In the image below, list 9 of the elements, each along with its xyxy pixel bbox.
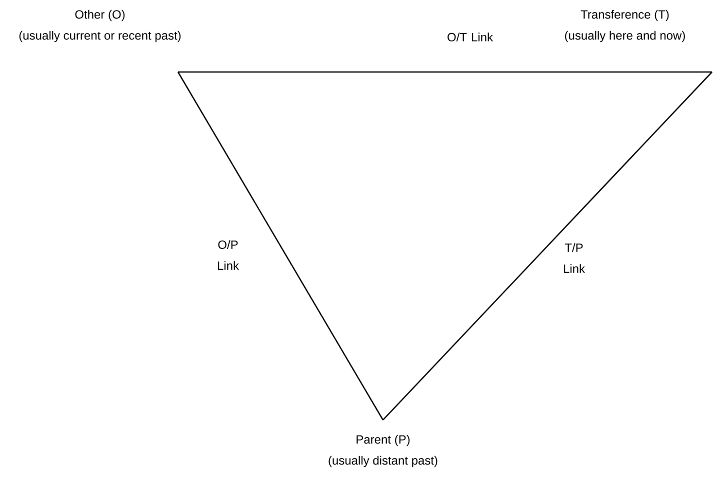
vertex-label: Other (O) (usually current or recent past): [19, 10, 181, 42]
edge-label: O/T Link: [448, 32, 494, 42]
edge-label: T/P Link: [564, 243, 586, 273]
vertex-label: Parent (P) (usually distant past): [328, 434, 438, 468]
triangle-side: [178, 71, 712, 73]
vertex-label: Transference (T) (usually here and now): [565, 10, 685, 42]
triangle-side: [177, 72, 384, 420]
edge-label: O/P Link: [218, 240, 240, 270]
triangle-side: [382, 72, 712, 420]
